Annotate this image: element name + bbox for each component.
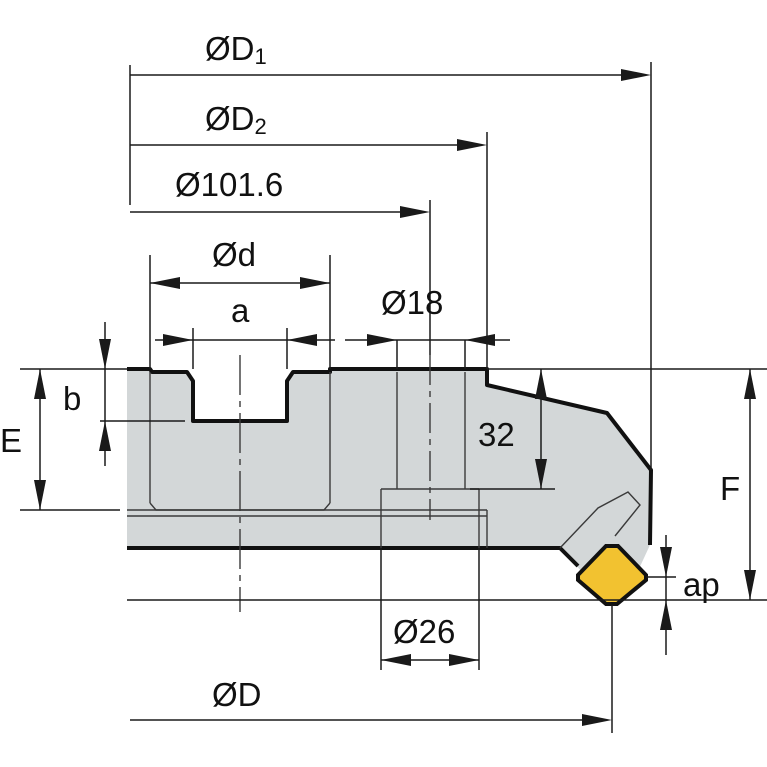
label-d101: Ø101.6 <box>175 166 283 203</box>
cutter-body-section <box>127 369 651 603</box>
insert-pocket-line <box>559 491 641 549</box>
label-a: a <box>231 292 250 329</box>
label-D: ØD <box>212 676 262 713</box>
extension-lines <box>20 62 767 733</box>
body-outline-bottom <box>127 546 580 568</box>
label-F: F <box>720 470 740 507</box>
label-E: E <box>0 422 22 459</box>
label-ap: ap <box>683 566 720 603</box>
label-b: b <box>63 380 81 417</box>
insert <box>576 544 648 606</box>
label-32: 32 <box>478 416 515 453</box>
label-D1: ØD1 <box>205 30 267 69</box>
label-d26: Ø26 <box>393 613 455 650</box>
dimension-labels: ØD1 ØD2 Ø101.6 Ød a Ø18 b E 32 F ap Ø26 … <box>0 30 740 713</box>
label-d18: Ø18 <box>381 284 443 321</box>
insert-square <box>576 544 648 606</box>
label-d-small: Ød <box>212 236 256 273</box>
dimension-lines <box>34 69 756 726</box>
cutter-body <box>127 367 653 603</box>
label-D2: ØD2 <box>205 100 267 139</box>
